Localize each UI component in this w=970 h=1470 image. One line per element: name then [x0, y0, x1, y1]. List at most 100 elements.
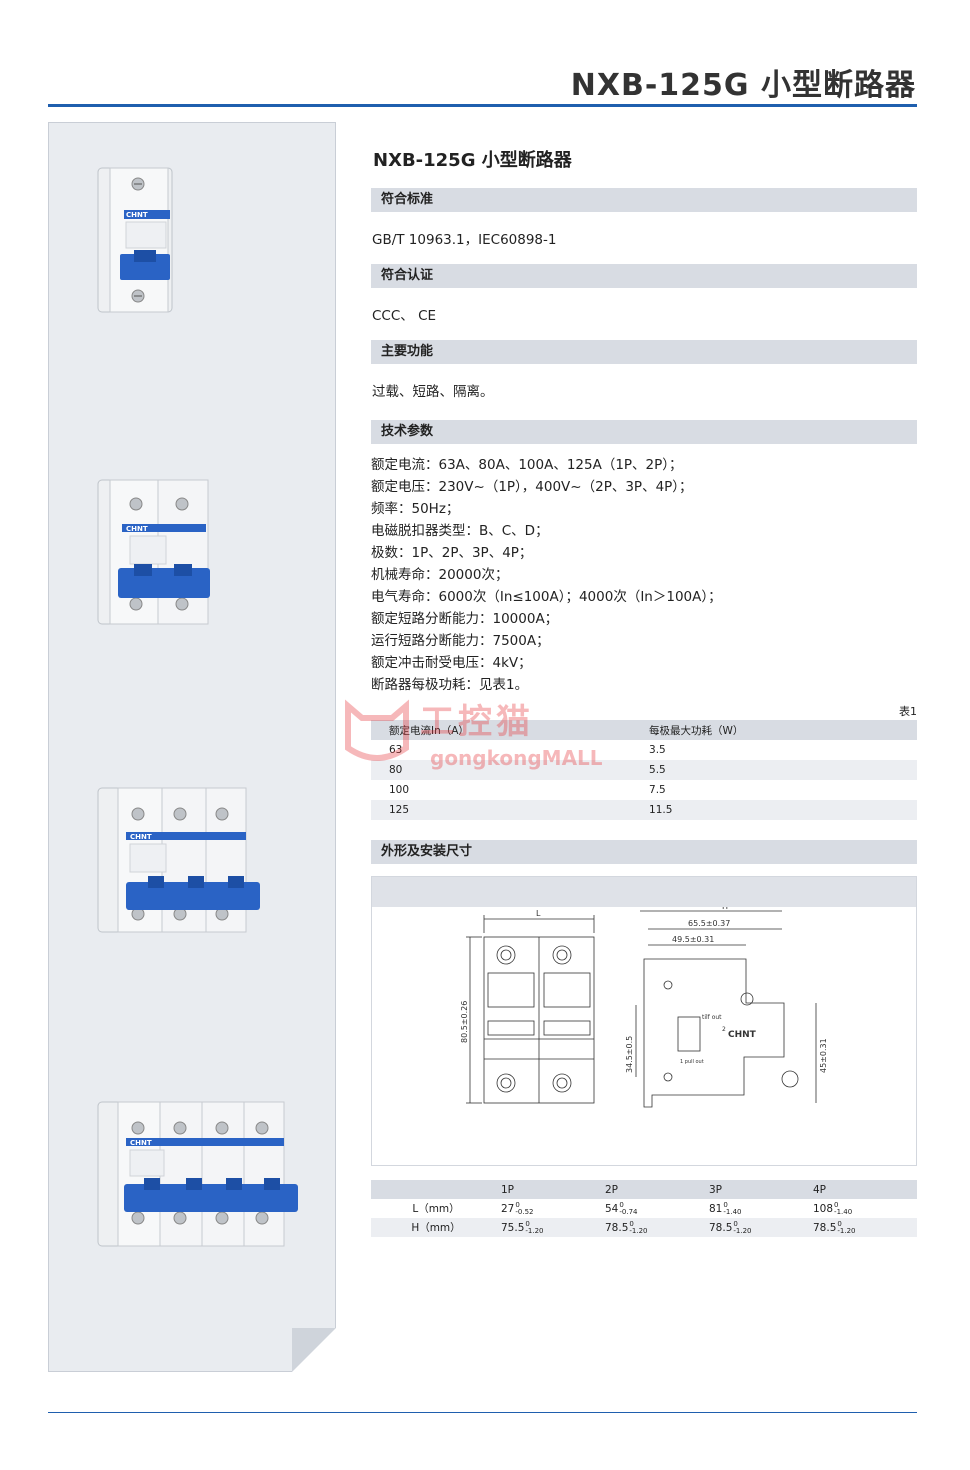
table-header-cell: 每极最大功耗（W） [649, 724, 744, 737]
pull-label: 1 pull out [680, 1059, 704, 1065]
table-row: 125 11.5 [371, 800, 917, 820]
dimension-value: 81 [709, 1202, 723, 1215]
tech-param-list: 额定电流：63A、80A、100A、125A（1P、2P）； 额定电压：230V… [371, 444, 917, 702]
side-view-drawing: H 65.5±0.37 49.5±0.31 tilf out 2 1 pull … [625, 907, 828, 1108]
dimension-value: 108 [813, 1202, 834, 1215]
table1-caption: 表1 [899, 705, 917, 718]
table-cell: 11.5 [649, 804, 673, 816]
front-view-drawing: L 80.5±0.26 [460, 909, 595, 1104]
tolerance-lower: -1.20 [837, 1226, 856, 1235]
tolerance-upper: 0 [629, 1219, 634, 1228]
table-row: 100 7.5 [371, 780, 917, 800]
spec-content: NXB-125G 小型断路器 符合标准 GB/T 10963.1，IEC6089… [371, 140, 917, 1237]
table-cell: 63 [389, 744, 403, 756]
drawing-header-band [372, 877, 916, 907]
brand-logo: CHNT [126, 211, 148, 219]
tolerance-lower: -0.74 [619, 1207, 638, 1216]
table-cell: 3.5 [649, 744, 666, 756]
page-title: NXB-125G 小型断路器 [570, 68, 916, 103]
tolerance-upper: 0 [723, 1200, 728, 1209]
table-cell: 5.5 [649, 764, 666, 776]
table-cell: 125 [389, 804, 410, 816]
section-tech-heading: 技术参数 [371, 420, 917, 444]
tolerance: 0-1.20 [629, 1219, 648, 1235]
tolerance-upper: 0 [515, 1200, 520, 1209]
tolerance-upper: 0 [525, 1219, 530, 1228]
tolerance: 0-1.20 [733, 1220, 751, 1235]
tech-param-line: 额定冲击耐受电压：4kV； [371, 655, 532, 671]
product-image-2p: CHNT [96, 478, 212, 626]
tolerance: 0-1.20 [525, 1219, 544, 1235]
bottom-rule [48, 1412, 917, 1413]
section-function-heading: 主要功能 [371, 340, 917, 364]
tolerance-lower: -1.20 [525, 1226, 544, 1235]
brand-logo: CHNT [130, 833, 152, 841]
dimension-value: 78.5 [709, 1221, 733, 1234]
product-image-3p: CHNT [96, 786, 264, 934]
table-cell: 7.5 [649, 784, 666, 796]
table-header-row: 额定电流In（A） 每极最大功耗（W） [371, 720, 917, 740]
tech-param-line: 频率：50Hz； [371, 501, 460, 517]
dimension-drawing: L 80.5±0.26 H 65.5±0.37 [371, 876, 917, 1166]
section-certification-heading: 符合认证 [371, 264, 917, 288]
table-header-cell: 1P [501, 1183, 515, 1196]
table-header-cell: 额定电流In（A） [389, 724, 469, 737]
dimension-value: 27 [501, 1202, 515, 1215]
num-label: 2 [722, 1026, 726, 1033]
brand-logo: CHNT [126, 525, 148, 533]
section-certification-text: CCC、 CE [372, 308, 437, 324]
tolerance: 0-0.52 [515, 1200, 533, 1216]
product-image-1p: CHNT [96, 166, 176, 314]
tolerance: 0-0.74 [619, 1200, 638, 1216]
table-header-cell: 4P [813, 1183, 827, 1196]
product-heading: NXB-125G 小型断路器 [373, 150, 572, 171]
dim-label-65: 65.5±0.37 [688, 919, 730, 928]
table-header-cell: 3P [709, 1183, 723, 1196]
tolerance-upper: 0 [837, 1219, 842, 1228]
table-header-cell: 2P [605, 1183, 619, 1196]
dim-label-49: 49.5±0.31 [672, 935, 714, 944]
top-rule [48, 104, 917, 107]
tolerance-lower: -1.20 [629, 1226, 648, 1235]
tolerance-upper: 0 [619, 1200, 624, 1209]
trip-label: tilf out [702, 1014, 722, 1021]
table-header-row: 1P 2P 3P 4P [371, 1180, 917, 1199]
table-cell: 100 [389, 784, 410, 796]
dim-label-h: H [722, 907, 728, 911]
tech-param-line: 机械寿命：20000次； [371, 567, 509, 583]
brand-logo-drawing: CHNT [728, 1030, 757, 1040]
tech-param-line: 电磁脱扣器类型：B、C、D； [371, 523, 549, 539]
tech-param-line: 额定电压：230V~（1P），400V~（2P、3P、4P）； [371, 479, 693, 495]
dimension-value: 54 [605, 1202, 619, 1215]
product-image-4p: CHNT [96, 1100, 302, 1248]
section-standard-heading: 符合标准 [371, 188, 917, 212]
tolerance-upper: 0 [834, 1200, 839, 1209]
tech-param-line: 运行短路分断能力：7500A； [371, 633, 550, 649]
page-fold-corner [292, 1328, 336, 1372]
dimension-value: 78.5 [605, 1221, 629, 1234]
tech-param-line: 极数：1P、2P、3P、4P； [371, 545, 533, 561]
section-function-text: 过载、短路、隔离。 [372, 384, 494, 400]
brand-logo: CHNT [130, 1139, 152, 1147]
tolerance: 0-1.40 [723, 1200, 741, 1216]
tolerance: 0-1.40 [834, 1200, 853, 1216]
dim-label-45: 45±0.31 [819, 1038, 828, 1073]
table-cell: 80 [389, 764, 403, 776]
tech-param-line: 额定电流：63A、80A、100A、125A（1P、2P）； [371, 457, 683, 473]
table-row-label: H（mm） [411, 1222, 461, 1234]
tech-param-line: 额定短路分断能力：10000A； [371, 611, 559, 627]
table-header-cell [371, 1180, 501, 1199]
dim-label-34: 34.5±0.5 [625, 1036, 634, 1073]
tolerance-lower: -1.40 [834, 1207, 853, 1216]
